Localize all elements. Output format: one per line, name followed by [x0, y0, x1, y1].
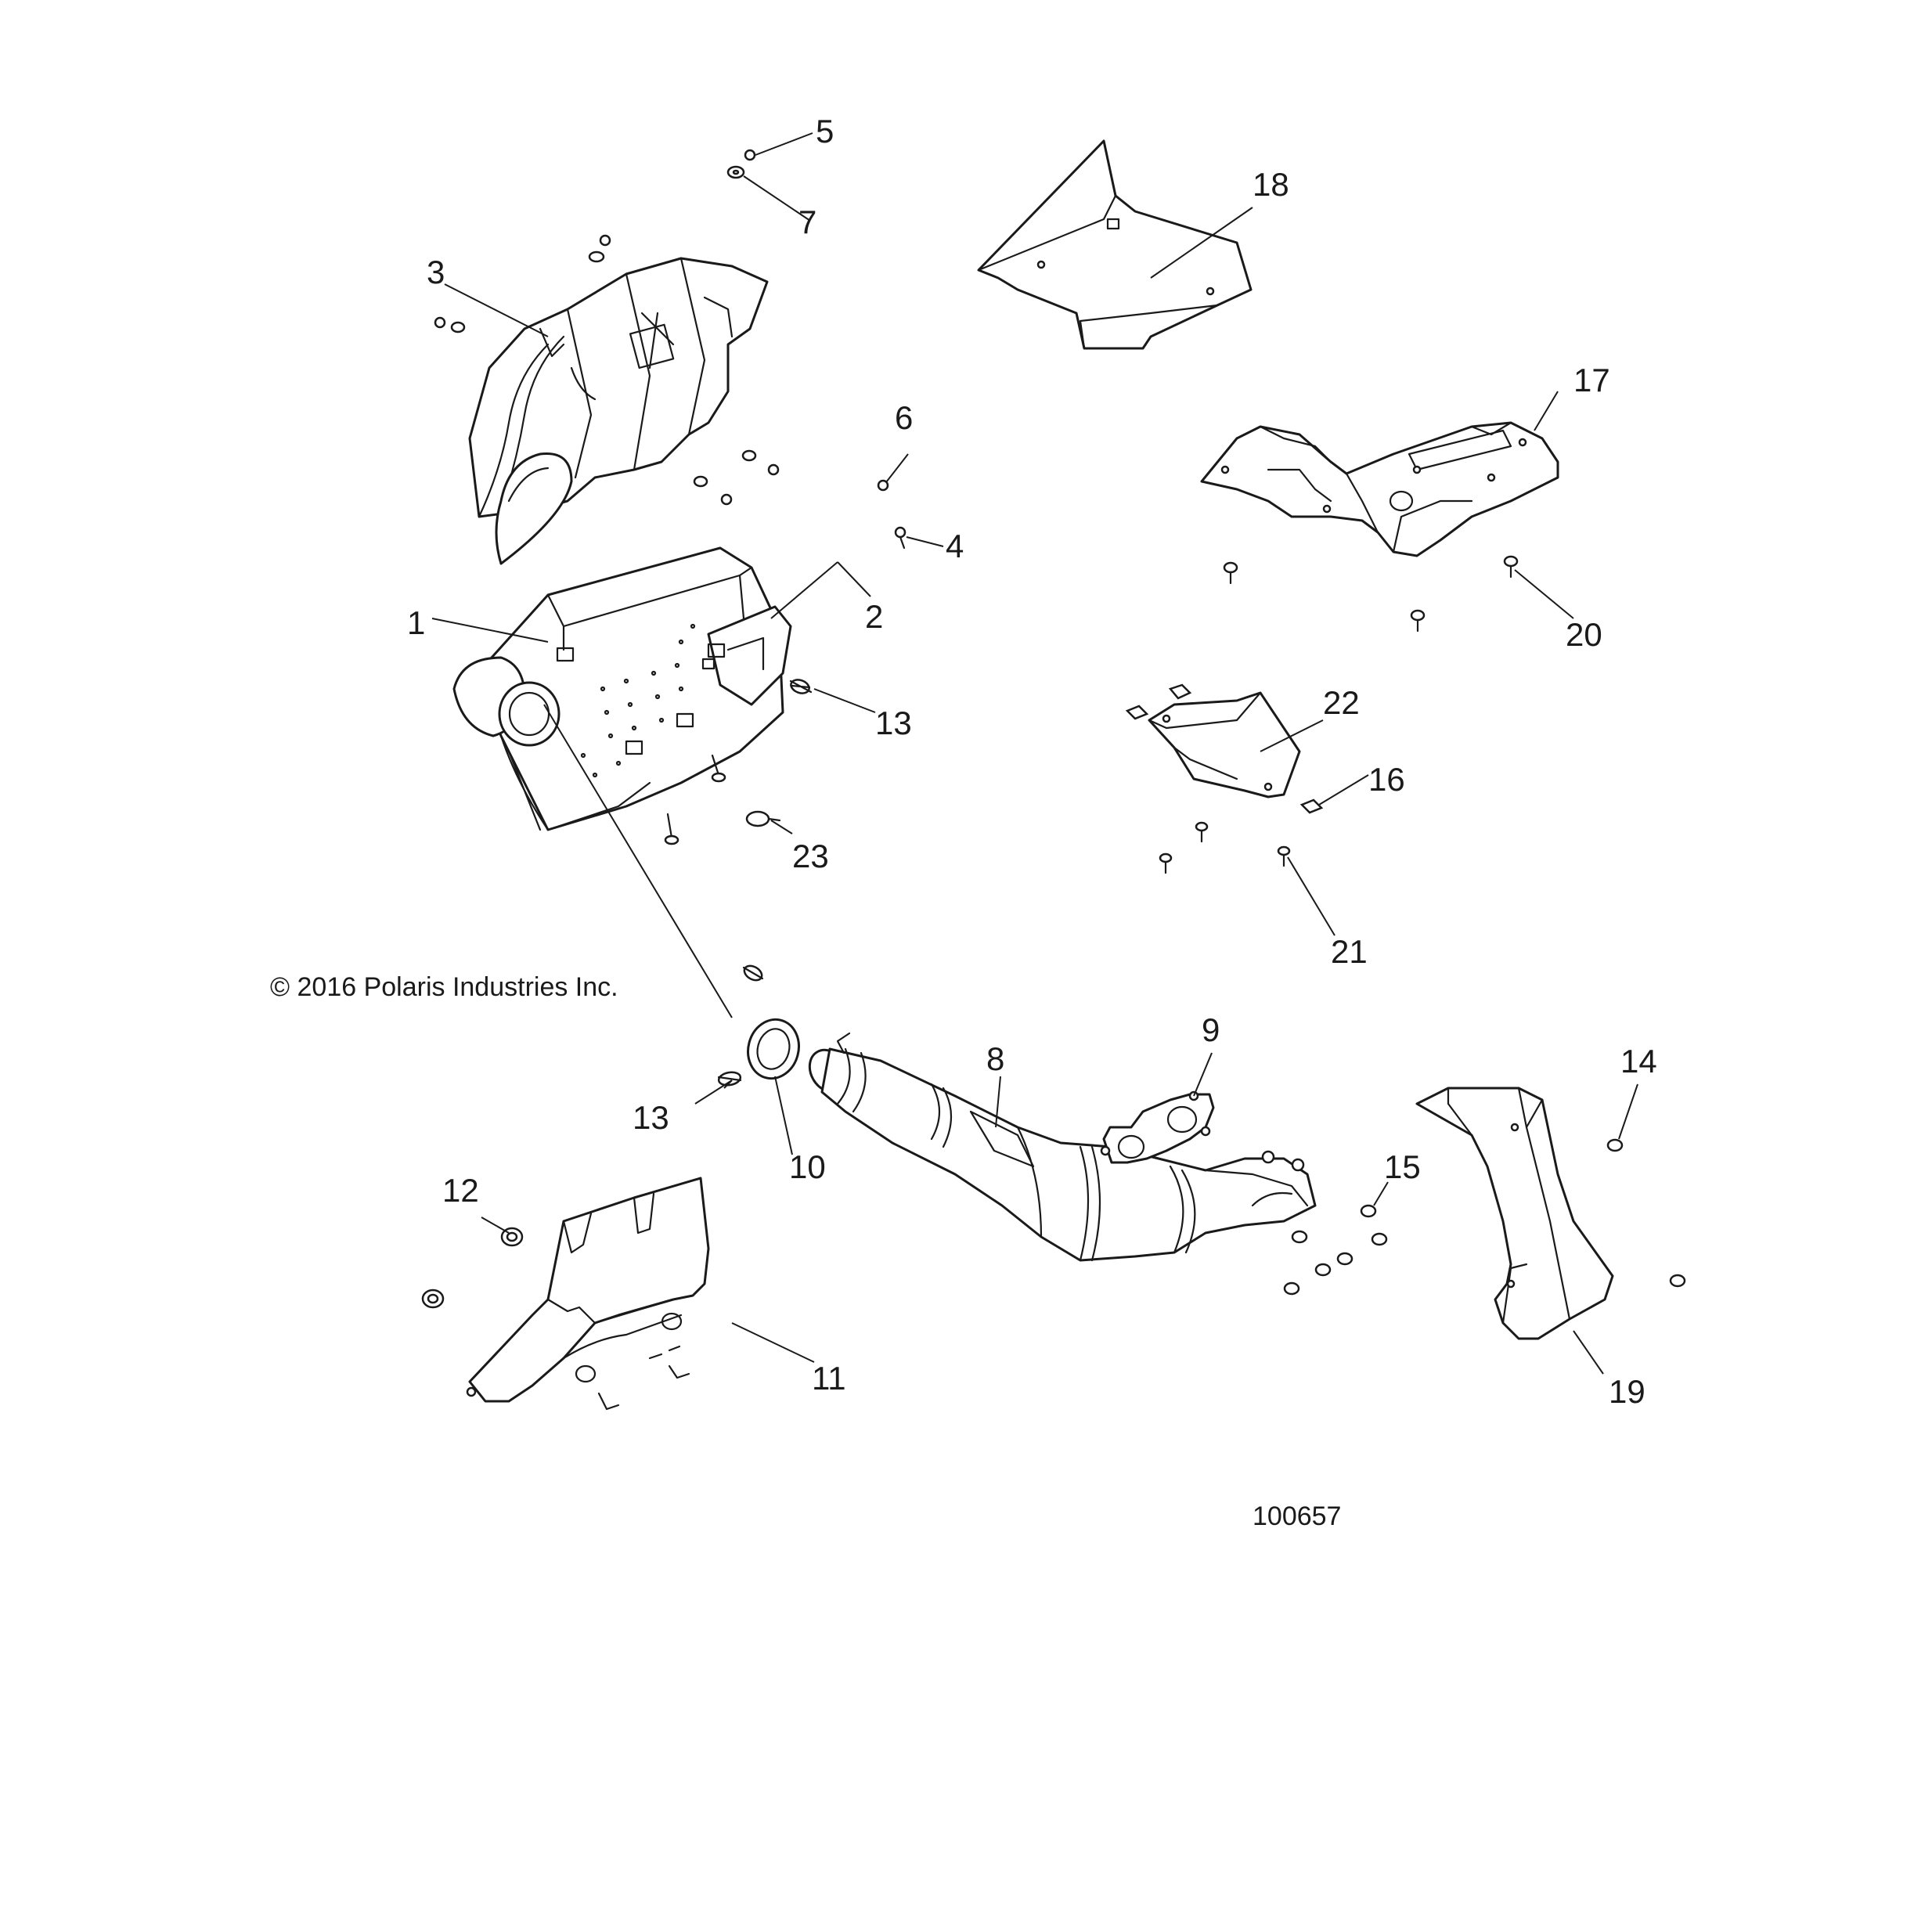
spring-13-lower-2 — [717, 1071, 742, 1087]
callout-7: 7 — [798, 204, 816, 240]
muffler — [452, 546, 792, 845]
fastener-14 — [1606, 1138, 1686, 1288]
heat-shield-19 — [1415, 1087, 1614, 1340]
callout-labels: 1 2 3 4 5 6 7 8 9 10 11 12 13 13 14 15 1… — [407, 113, 1657, 1410]
diagram-number: 100657 — [1253, 1501, 1341, 1531]
heat-shield-17 — [1200, 421, 1559, 557]
washer-7 — [726, 165, 745, 179]
heat-shield-muffler-top — [468, 257, 769, 518]
callout-17: 17 — [1573, 362, 1610, 398]
exhaust-header-pipe — [808, 1032, 1317, 1262]
grommet-12b — [421, 1289, 445, 1309]
screw-4 — [894, 526, 907, 550]
muffler-perforations — [580, 623, 696, 778]
heat-shield-22 — [1148, 691, 1301, 798]
fastener-6 — [877, 479, 889, 492]
leader-lines — [431, 132, 1638, 1375]
spring-13-lower — [742, 964, 764, 982]
exhaust-gasket-ring — [747, 1018, 800, 1080]
copyright-notice: © 2016 Polaris Industries Inc. — [270, 972, 618, 1002]
sensor-23 — [745, 810, 781, 827]
callout-21: 21 — [1331, 933, 1368, 970]
callout-3: 3 — [427, 254, 445, 290]
callout-12: 12 — [442, 1172, 479, 1209]
callout-9: 9 — [1202, 1011, 1220, 1048]
clips-16 — [1125, 683, 1324, 814]
pushpins-20 — [1223, 555, 1519, 633]
callout-5: 5 — [816, 113, 834, 150]
callout-13-lower: 13 — [633, 1099, 669, 1136]
callout-6: 6 — [895, 399, 913, 436]
callout-2: 2 — [865, 598, 883, 635]
heat-shield-lower — [466, 1177, 710, 1411]
callout-16: 16 — [1368, 761, 1405, 798]
spring-13-upper — [789, 679, 813, 694]
callout-10: 10 — [789, 1148, 826, 1185]
manifold-gasket — [1100, 1090, 1215, 1164]
callout-15: 15 — [1384, 1148, 1421, 1185]
pushpins-21 — [1159, 821, 1291, 874]
bolt-5 — [744, 149, 756, 161]
callout-22: 22 — [1323, 684, 1360, 721]
callout-11: 11 — [812, 1360, 846, 1397]
callout-4: 4 — [946, 528, 964, 564]
callout-20: 20 — [1566, 616, 1602, 653]
bolts-15 — [1283, 1204, 1388, 1296]
callout-23: 23 — [792, 838, 829, 874]
heat-shield-18 — [977, 139, 1253, 350]
callout-8: 8 — [986, 1040, 1004, 1077]
callout-14: 14 — [1620, 1043, 1657, 1080]
muffler-end-cap — [495, 452, 573, 565]
callout-19: 19 — [1609, 1373, 1645, 1410]
callout-18: 18 — [1253, 166, 1289, 203]
callout-1: 1 — [407, 604, 425, 641]
heat-shield-fasteners — [434, 234, 780, 506]
callout-13-upper: 13 — [875, 705, 912, 741]
